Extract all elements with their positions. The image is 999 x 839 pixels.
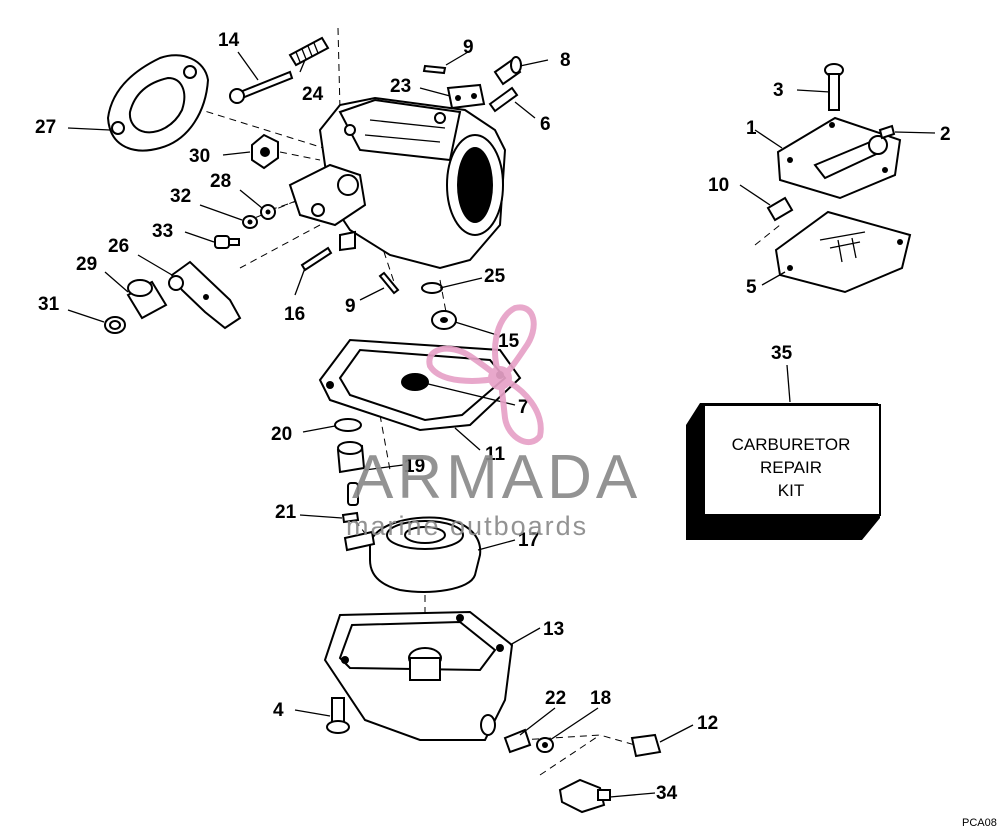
throttle-lever xyxy=(168,260,242,330)
callout-27: 27 xyxy=(35,117,56,138)
propeller-logo-icon xyxy=(426,304,544,445)
throttle-screw xyxy=(229,70,294,104)
callout-7: 7 xyxy=(518,397,529,418)
callout-19: 19 xyxy=(404,456,425,477)
screw-33 xyxy=(214,235,240,249)
callout-8: 8 xyxy=(560,50,571,71)
callout-13: 13 xyxy=(543,619,564,640)
fuel-pump-cover xyxy=(776,116,902,200)
callout-30: 30 xyxy=(189,146,210,167)
drawing-code: PCA08 xyxy=(962,817,997,829)
callout-20: 20 xyxy=(271,424,292,445)
callout-labels: 1 2 3 4 5 6 7 8 9 9 10 11 12 13 14 15 16… xyxy=(35,30,951,804)
screw-3 xyxy=(824,63,844,111)
callout-31: 31 xyxy=(38,294,60,315)
callout-4: 4 xyxy=(273,700,284,721)
callout-9-lower: 9 xyxy=(345,296,356,317)
needle-seat xyxy=(336,441,366,474)
screw-16 xyxy=(300,246,333,272)
callout-15: 15 xyxy=(498,331,520,352)
retainer-31 xyxy=(104,316,126,334)
roller-29 xyxy=(126,279,168,320)
repair-kit-box: CARBURETOR REPAIR KIT xyxy=(686,403,881,540)
lockwasher-28 xyxy=(260,204,276,220)
callout-9: 9 xyxy=(463,37,474,58)
watermark-subtitle: marine outboards xyxy=(346,511,588,541)
callout-28: 28 xyxy=(210,171,231,192)
callout-1: 1 xyxy=(746,118,757,139)
watermark: ARMADA marine outboards xyxy=(346,304,641,541)
callout-18: 18 xyxy=(590,688,611,709)
leader-lines xyxy=(67,51,936,798)
callout-26: 26 xyxy=(108,236,129,257)
nozzle-plate xyxy=(446,83,486,110)
fitting-2 xyxy=(878,124,896,140)
plug-12 xyxy=(630,733,662,758)
clip-21 xyxy=(341,511,360,524)
pin-upper xyxy=(422,64,447,75)
callout-3: 3 xyxy=(773,80,784,101)
callout-24: 24 xyxy=(302,84,324,105)
callout-32: 32 xyxy=(170,186,191,207)
carburetor-body xyxy=(288,96,507,270)
pin-lower xyxy=(378,271,400,295)
callout-6: 6 xyxy=(540,114,551,135)
gasket-20 xyxy=(334,418,362,432)
callout-34: 34 xyxy=(656,783,678,804)
diaphragm-5 xyxy=(774,210,912,294)
callout-2: 2 xyxy=(940,124,951,145)
callout-35: 35 xyxy=(771,343,793,364)
nut-30 xyxy=(251,133,279,170)
washer-32 xyxy=(242,215,258,229)
callout-5: 5 xyxy=(746,277,757,298)
kit-label-line-1: CARBURETOR xyxy=(732,435,851,454)
needle-valve xyxy=(347,482,359,506)
callout-11: 11 xyxy=(485,444,506,465)
mounting-gasket xyxy=(106,54,210,152)
o-ring-25 xyxy=(421,282,443,294)
jet-22 xyxy=(503,728,532,754)
callout-25: 25 xyxy=(484,266,506,287)
callout-29: 29 xyxy=(76,254,97,275)
callout-21: 21 xyxy=(275,502,297,523)
bowl-screw xyxy=(326,697,350,734)
callout-16: 16 xyxy=(284,304,305,325)
float-bowl-gasket xyxy=(318,338,522,432)
washer-15 xyxy=(431,310,457,330)
kit-label-line-3: KIT xyxy=(778,481,804,500)
kit-label-line-2: REPAIR xyxy=(760,458,822,477)
high-speed-jet xyxy=(493,56,522,86)
callout-23: 23 xyxy=(390,76,411,97)
callout-22: 22 xyxy=(545,688,566,709)
gasket-18 xyxy=(536,737,554,753)
callout-14: 14 xyxy=(218,30,240,51)
callout-33: 33 xyxy=(152,221,173,242)
callout-12: 12 xyxy=(697,713,718,734)
fitting-10 xyxy=(766,196,794,222)
idle-spring xyxy=(288,36,330,67)
fitting-34 xyxy=(558,778,611,814)
nozzle xyxy=(488,86,519,113)
callout-17: 17 xyxy=(518,530,539,551)
callout-10: 10 xyxy=(708,175,729,196)
watermark-title: ARMADA xyxy=(352,443,641,512)
float-bowl xyxy=(323,610,514,741)
float xyxy=(343,516,482,593)
